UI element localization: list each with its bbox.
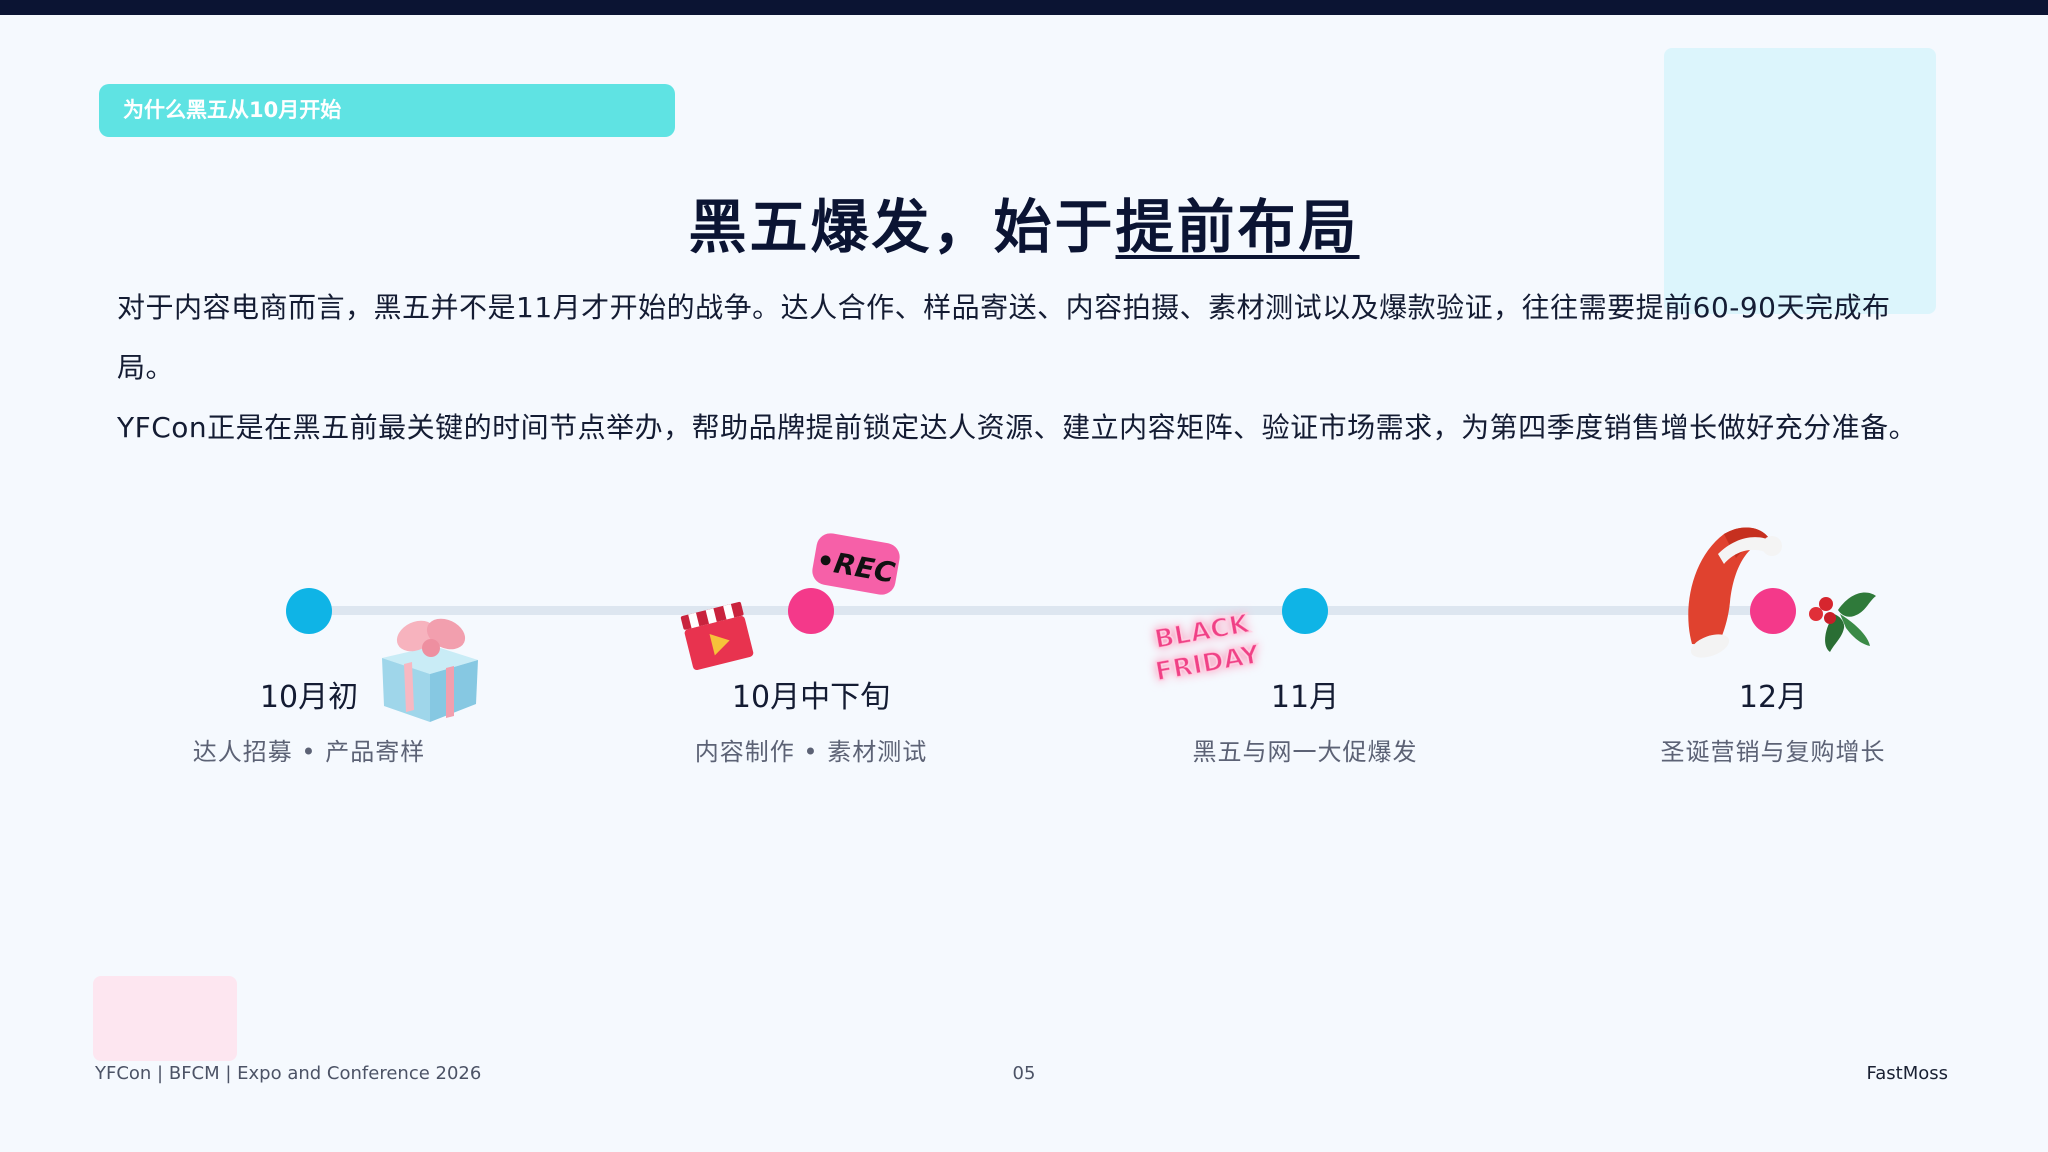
stage-title-2: 10月中下旬 <box>731 680 891 715</box>
stage-title-3: 11月 <box>1270 680 1340 715</box>
gift-box-icon <box>382 618 478 722</box>
top-bar <box>0 0 2048 15</box>
santa-hat-icon <box>1688 527 1782 658</box>
stage-desc-3: 黑五与网一大促爆发 <box>1192 738 1418 766</box>
body-paragraph-2: YFCon正是在黑五前最关键的时间节点举办，帮助品牌提前锁定达人资源、建立内容矩… <box>117 411 1918 444</box>
stage-desc-2: 内容制作 • 素材测试 <box>694 738 928 766</box>
title-highlight: 提前布局 <box>1115 193 1360 261</box>
footer-brand: FastMoss <box>1866 1063 1948 1084</box>
stage-desc-4: 圣诞营销与复购增长 <box>1660 738 1886 766</box>
stage-desc-1: 达人招募 • 产品寄样 <box>192 738 426 766</box>
holly-icon <box>1809 592 1876 652</box>
timeline-dot-1 <box>286 588 332 634</box>
footer-page-number: 05 <box>1012 1063 1036 1084</box>
section-tag: 为什么黑五从10月开始 <box>99 84 675 137</box>
stage-title-4: 12月 <box>1738 680 1808 715</box>
timeline-dot-3 <box>1282 588 1328 634</box>
body-paragraph-1: 对于内容电商而言，黑五并不是11月才开始的战争。达人合作、样品寄送、内容拍摄、素… <box>117 291 1891 384</box>
decorative-cyan-panel <box>1664 48 1936 314</box>
black-friday-icon: BLACK FRIDAY <box>1151 608 1264 688</box>
timeline-dot-4 <box>1750 588 1796 634</box>
timeline-line <box>309 606 1771 615</box>
rec-sticker-icon: •REC <box>812 533 900 595</box>
body-text: 对于内容电商而言，黑五并不是11月才开始的战争。达人合作、样品寄送、内容拍摄、素… <box>117 278 1947 458</box>
clapperboard-icon <box>680 601 754 671</box>
title-part: 黑五爆发，始于 <box>688 193 1116 261</box>
footer-event-name: YFCon | BFCM | Expo and Conference 2026 <box>95 1063 482 1084</box>
timeline-dot-2 <box>788 588 834 634</box>
decorative-pink-panel <box>93 976 237 1061</box>
stage-title-1: 10月初 <box>259 680 359 715</box>
page-title: 黑五爆发，始于提前布局 <box>0 180 2048 264</box>
